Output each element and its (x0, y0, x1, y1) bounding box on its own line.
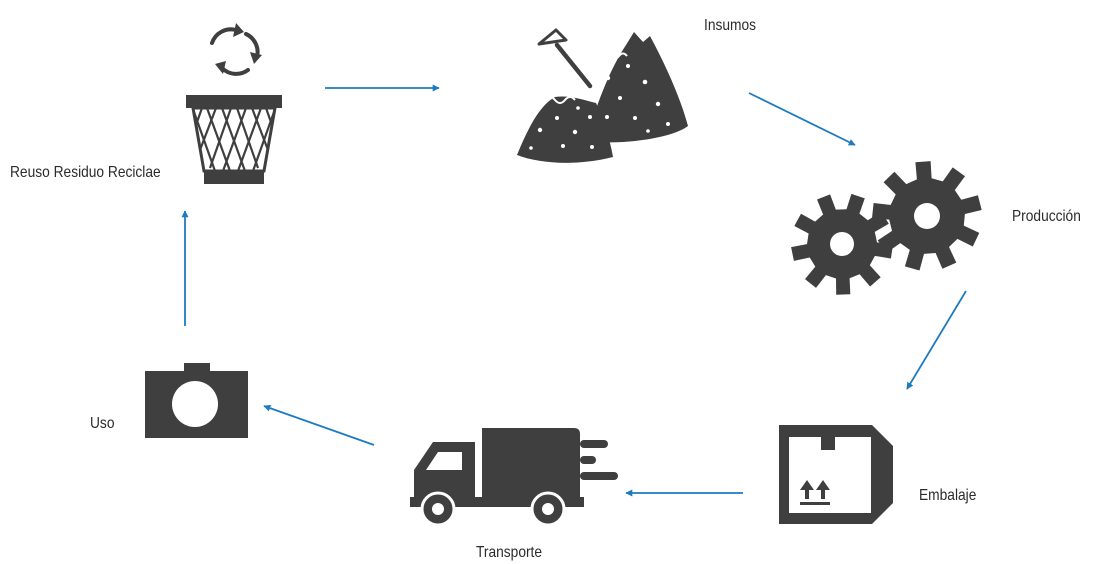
uso-label: Uso (90, 415, 115, 432)
embalaje-label: Embalaje (919, 487, 977, 504)
produccion-label: Producción (1012, 208, 1081, 225)
gears-icon (791, 161, 982, 295)
gear-right-hub (914, 203, 940, 229)
arrow-produccion-to-embalaje (906, 290, 967, 390)
reuse-label: Reuso Residuo Reciclae (10, 164, 161, 181)
trash-bin-icon (186, 95, 282, 184)
flow-arrows (181, 84, 967, 497)
material-piles-icon (517, 28, 688, 163)
arrow-transporte-to-uso (263, 404, 375, 446)
arrow-insumos-to-produccion (748, 92, 856, 146)
insumos-label: Insumos (704, 17, 757, 34)
gear-left-hub (830, 232, 854, 256)
package-box-icon (779, 425, 893, 524)
transporte-label: Transporte (476, 544, 543, 561)
delivery-truck-icon (410, 428, 618, 527)
camera-icon (145, 363, 248, 438)
recycle-arrowheads (215, 23, 262, 74)
